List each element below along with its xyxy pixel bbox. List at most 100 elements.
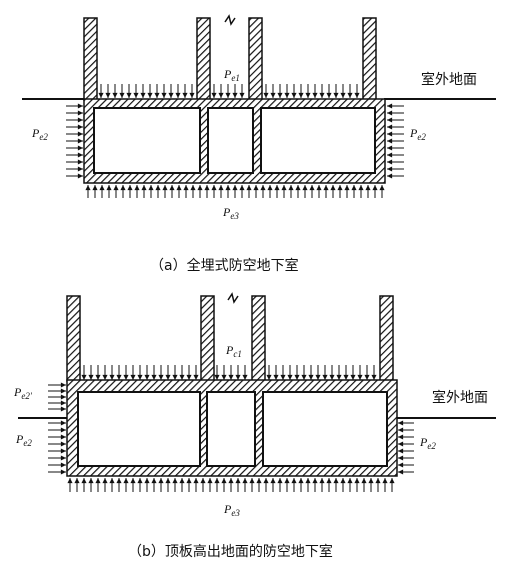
room-left [93, 107, 201, 174]
load-arrow-head [102, 478, 108, 484]
load-arrow-head [322, 374, 328, 380]
load-arrow-head [387, 173, 393, 179]
load-arrow-head [95, 374, 101, 380]
load-arrow-head [60, 448, 66, 454]
load-arrow-head [340, 478, 346, 484]
load-arrow-head [60, 382, 66, 388]
load-arrow-head [287, 374, 293, 380]
load-arrow-head [235, 478, 241, 484]
figure-b: Pc1 Pe2' Pe2 Pe2 Pe3 室外地面 （b）顶板高出地面的防空地下… [13, 292, 496, 560]
room-left [77, 391, 201, 467]
load-arrow-head [161, 92, 167, 98]
load-arrow-head [207, 478, 213, 484]
load-arrow-head [151, 478, 157, 484]
room-right [262, 391, 388, 467]
load-arrow-head [301, 374, 307, 380]
load-arrow-head [67, 478, 73, 484]
load-arrow-head [95, 478, 101, 484]
load-arrow-head [60, 388, 66, 394]
load-arrow-head [398, 455, 404, 461]
load-arrow-head [379, 185, 385, 191]
load-arrow-head [179, 374, 185, 380]
upper-wall-left [66, 295, 81, 382]
load-arrow-head [398, 448, 404, 454]
upper-wall-mid-right [251, 295, 266, 382]
load-arrow-head [398, 427, 404, 433]
load-arrow-head [130, 374, 136, 380]
load-arrow-head [368, 478, 374, 484]
load-arrow-head [387, 152, 393, 158]
load-arrow-head [228, 478, 234, 484]
load-arrow-head [336, 374, 342, 380]
load-arrow-head [141, 185, 147, 191]
load-arrow-head [77, 166, 83, 172]
load-arrow-head [81, 478, 87, 484]
load-arrow-head [239, 185, 245, 191]
load-arrow-head [193, 374, 199, 380]
load-arrow-head [77, 138, 83, 144]
load-arrow-head [151, 374, 157, 380]
load-arrow-head [60, 469, 66, 475]
load-arrow-head [204, 185, 210, 191]
load-arrow-head [60, 400, 66, 406]
load-arrow-head [92, 185, 98, 191]
load-arrow-head [389, 478, 395, 484]
load-arrow-head [372, 185, 378, 191]
load-arrow-head [239, 92, 245, 98]
ground-label-a: 室外地面 [421, 71, 477, 88]
room-middle [207, 107, 254, 174]
load-arrow-head [333, 92, 339, 98]
load-arrow-head [316, 185, 322, 191]
load-arrow-head [375, 478, 381, 484]
load-arrow-head [274, 185, 280, 191]
break-mark [224, 14, 236, 26]
load-arrow-head [137, 478, 143, 484]
load-arrow-head [183, 185, 189, 191]
load-arrow-head [256, 478, 262, 484]
load-arrow-head [398, 462, 404, 468]
load-arrow-head [189, 92, 195, 98]
load-arrow-head [77, 117, 83, 123]
load-arrow-head [315, 374, 321, 380]
load-arrow-head [60, 462, 66, 468]
load-arrow-head [182, 92, 188, 98]
load-arrow-head [214, 374, 220, 380]
load-arrow-head [123, 374, 129, 380]
load-arrow-head [60, 455, 66, 461]
load-arrow-head [102, 374, 108, 380]
load-arrow-head [302, 185, 308, 191]
upper-wall-mid-left [200, 295, 215, 382]
load-arrow-head [270, 92, 276, 98]
load-arrow-head [81, 374, 87, 380]
load-arrow-head [361, 478, 367, 484]
load-arrow-head [351, 185, 357, 191]
label-pe1: Pc1 [225, 343, 242, 359]
upper-wall-mid-left [196, 17, 211, 101]
load-arrow-head [155, 185, 161, 191]
load-arrow-head [242, 374, 248, 380]
load-arrow-head [246, 185, 252, 191]
load-arrow-head [147, 92, 153, 98]
load-arrow-head [337, 185, 343, 191]
load-arrow-head [60, 427, 66, 433]
load-arrow-head [305, 92, 311, 98]
load-arrow-head [77, 110, 83, 116]
load-arrow-head [387, 117, 393, 123]
load-arrow-head [294, 374, 300, 380]
break-mark [227, 292, 239, 304]
load-arrow-head [133, 92, 139, 98]
load-arrow-head [105, 92, 111, 98]
load-arrow-head [214, 478, 220, 484]
load-arrow-head [77, 103, 83, 109]
load-arrow-head [169, 185, 175, 191]
load-arrow-head [60, 441, 66, 447]
load-arrow-head [200, 478, 206, 484]
load-arrow-head [225, 92, 231, 98]
load-arrows-a [66, 84, 404, 198]
load-arrow-head [270, 478, 276, 484]
load-arrow-head [120, 185, 126, 191]
caption-a: （a）全埋式防空地下室 [150, 257, 299, 274]
load-arrow-head [116, 478, 122, 484]
ground-label-b: 室外地面 [432, 389, 488, 406]
